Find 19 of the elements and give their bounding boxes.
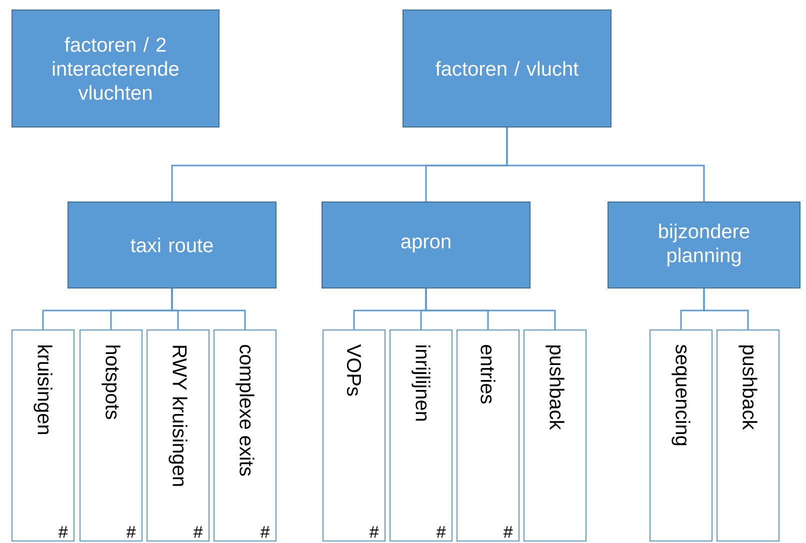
connector-line [171, 288, 246, 330]
category-box: factoren / 2 interacterende vluchten [12, 10, 220, 128]
connector-line [506, 128, 705, 202]
item-card: entries # [456, 330, 520, 542]
item-card: kruisingen # [12, 330, 74, 542]
item-card: hotspots # [80, 330, 142, 542]
item-card: RWY kruisingen # [146, 330, 210, 542]
category-box: bijzondere planning [608, 202, 800, 288]
item-card: pushback [524, 330, 586, 542]
connector-line [425, 288, 556, 330]
item-card: sequencing [650, 330, 712, 542]
item-card: VOPs # [322, 330, 386, 542]
item-card: inrijlijnen # [390, 330, 452, 542]
item-card: complexe exits # [214, 330, 276, 542]
category-box: taxi route [68, 202, 276, 288]
connector-line [703, 288, 749, 330]
category-box: apron [322, 202, 530, 288]
category-box: factoren / vlucht [402, 10, 612, 128]
item-card: pushback [716, 330, 780, 542]
